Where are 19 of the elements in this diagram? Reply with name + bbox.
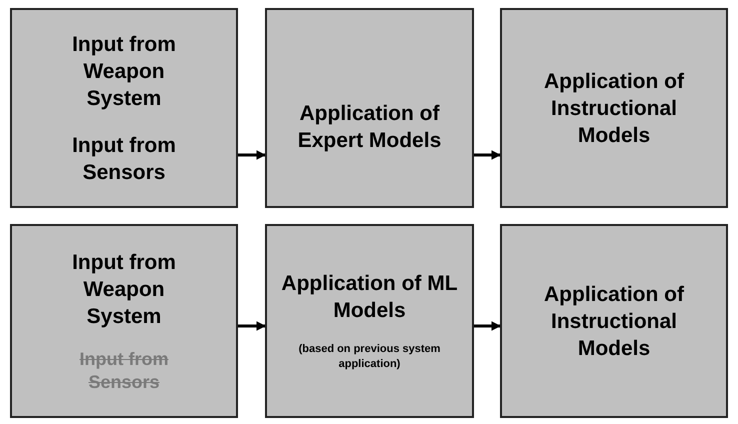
arrow xyxy=(238,321,266,331)
arrow xyxy=(474,321,501,331)
struck-text: Input from Sensors xyxy=(78,348,170,394)
process-box xyxy=(265,8,474,208)
box-text: Application of Instructional Models xyxy=(543,282,685,362)
process-box xyxy=(500,8,728,208)
note-text: (based on previous system application) xyxy=(298,342,442,372)
box-text: Input from Sensors xyxy=(71,132,177,186)
box-text: Application of ML Models xyxy=(280,271,459,324)
arrow xyxy=(474,150,501,160)
process-box xyxy=(265,224,474,418)
box-text: Application of Instructional Models xyxy=(543,68,685,148)
process-box xyxy=(10,224,238,418)
box-text: Input from Weapon System xyxy=(71,32,177,112)
box-text: Application of Expert Models xyxy=(296,101,442,154)
box-text: Input from Weapon System xyxy=(71,250,177,330)
arrow xyxy=(238,150,266,160)
process-box xyxy=(500,224,728,418)
process-box xyxy=(10,8,238,208)
